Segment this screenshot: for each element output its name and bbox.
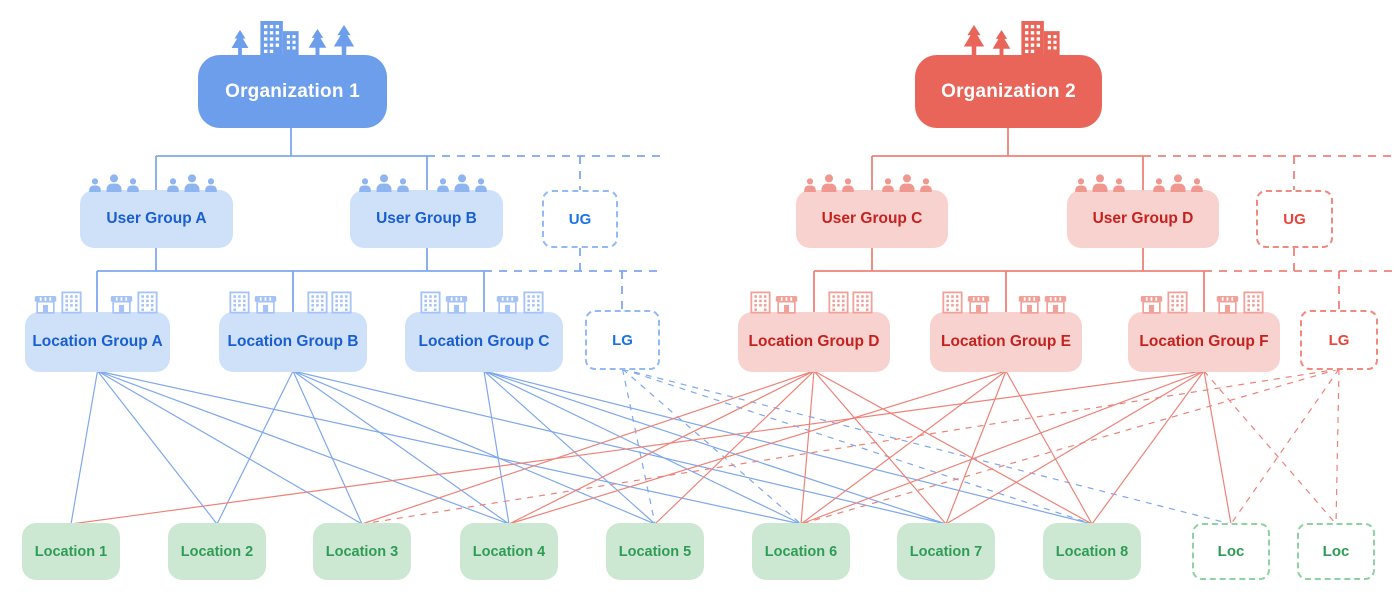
location-group-placeholder-label: LG bbox=[612, 331, 633, 349]
location-2-label: Location 2 bbox=[180, 543, 254, 560]
location-group-c-label: Location Group C bbox=[418, 333, 550, 350]
location-placeholder-label: Loc bbox=[1322, 543, 1350, 560]
user-group-a-label: User Group A bbox=[106, 210, 207, 227]
location-7-box: Location 7 bbox=[897, 523, 995, 580]
user-group-placeholder-label: UG bbox=[1283, 210, 1306, 228]
location-8-box: Location 8 bbox=[1043, 523, 1141, 580]
location-group-e-box: Location Group E bbox=[930, 291, 1082, 372]
location-placeholder-box-2: Loc bbox=[1297, 523, 1375, 580]
user-group-b-label: User Group B bbox=[376, 210, 477, 227]
user-group-a-box: User Group A bbox=[80, 174, 233, 248]
location-1-box: Location 1 bbox=[22, 523, 120, 580]
location-3-label: Location 3 bbox=[325, 543, 399, 560]
organization-2-label: Organization 2 bbox=[941, 80, 1076, 102]
organization-1-box: Organization 1 bbox=[198, 21, 387, 128]
location-group-placeholder-label: LG bbox=[1328, 331, 1350, 349]
user-group-placeholder-box-blue: UG bbox=[542, 190, 618, 248]
location-group-b-label: Location Group B bbox=[227, 333, 359, 350]
location-group-f-label: Location Group F bbox=[1139, 333, 1269, 350]
user-group-c-box: User Group C bbox=[796, 174, 948, 248]
location-group-f-box: Location Group F bbox=[1128, 291, 1280, 372]
location-group-d-box: Location Group D bbox=[738, 291, 890, 372]
location-1-label: Location 1 bbox=[34, 543, 108, 560]
location-group-e-label: Location Group E bbox=[940, 333, 1072, 350]
user-group-d-box: User Group D bbox=[1067, 174, 1219, 248]
location-3-box: Location 3 bbox=[313, 523, 411, 580]
location-5-label: Location 5 bbox=[618, 543, 692, 560]
location-placeholder-label: Loc bbox=[1217, 543, 1245, 560]
location-4-label: Location 4 bbox=[472, 543, 546, 560]
location-6-label: Location 6 bbox=[764, 543, 838, 560]
location-7-label: Location 7 bbox=[909, 543, 983, 560]
location-group-c-box: Location Group C bbox=[405, 291, 563, 372]
organization-2-box: Organization 2 bbox=[915, 21, 1102, 128]
location-5-box: Location 5 bbox=[606, 523, 704, 580]
location-8-label: Location 8 bbox=[1055, 543, 1129, 560]
user-group-d-label: User Group D bbox=[1092, 210, 1194, 227]
location-group-a-label: Location Group A bbox=[32, 333, 163, 350]
location-4-box: Location 4 bbox=[460, 523, 558, 580]
location-placeholder-box-1: Loc bbox=[1192, 523, 1270, 580]
location-2-box: Location 2 bbox=[168, 523, 266, 580]
location-group-d-label: Location Group D bbox=[748, 333, 880, 350]
location-group-a-box: Location Group A bbox=[25, 291, 170, 372]
organization-1-label: Organization 1 bbox=[225, 80, 360, 102]
location-group-b-box: Location Group B bbox=[219, 291, 367, 372]
user-group-c-label: User Group C bbox=[821, 210, 923, 227]
user-group-b-box: User Group B bbox=[350, 174, 503, 248]
location-6-box: Location 6 bbox=[752, 523, 850, 580]
location-group-placeholder-box-blue: LG bbox=[585, 310, 660, 370]
location-group-placeholder-box-red: LG bbox=[1300, 310, 1378, 370]
user-group-placeholder-box-red: UG bbox=[1256, 190, 1333, 248]
user-group-placeholder-label: UG bbox=[568, 210, 592, 228]
